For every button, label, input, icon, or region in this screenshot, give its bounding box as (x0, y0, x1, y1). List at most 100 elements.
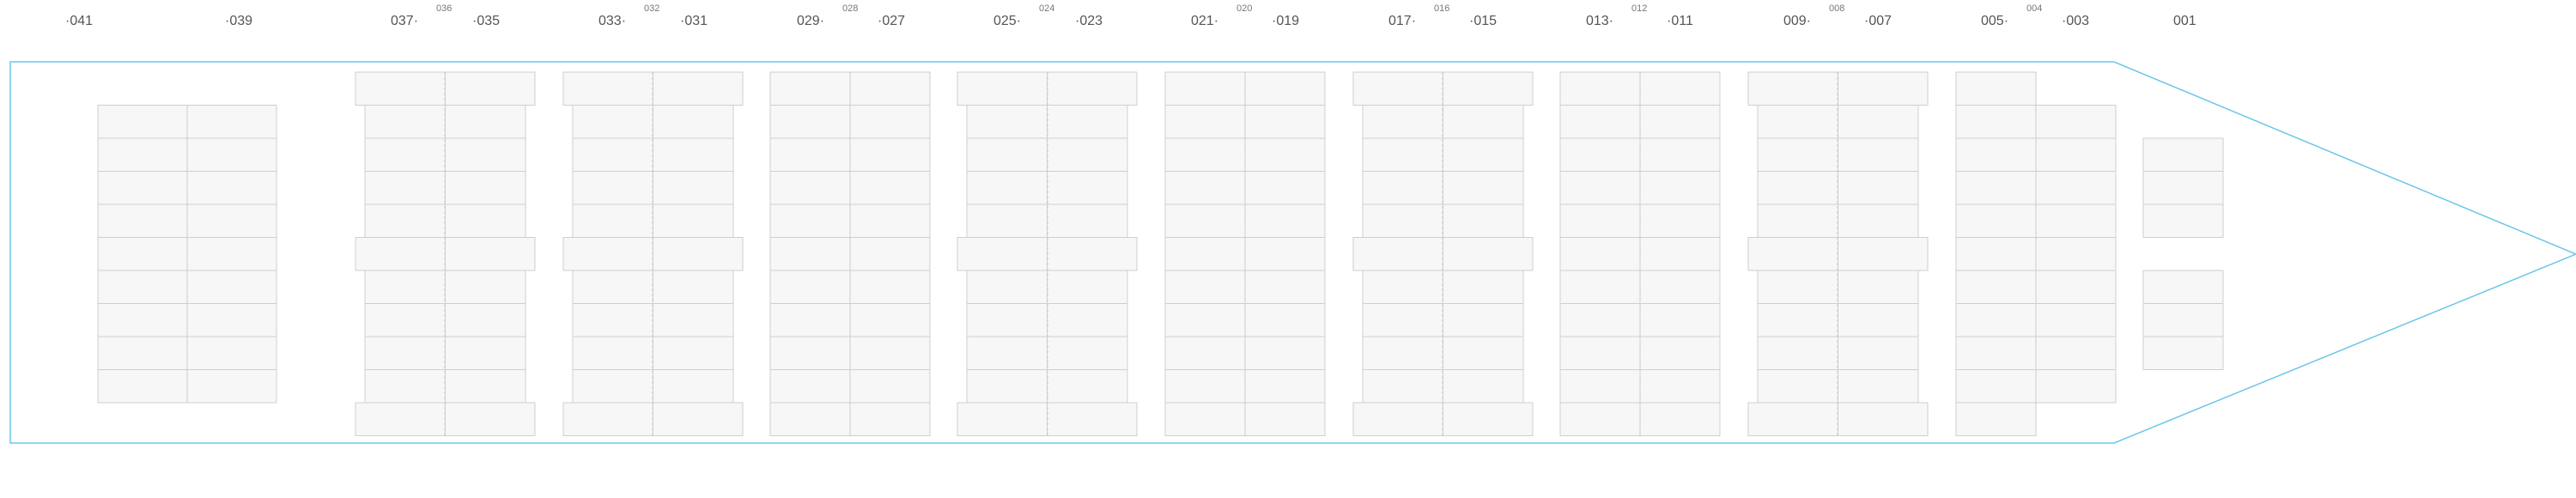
container-slot[interactable] (1955, 237, 2037, 271)
container-slot[interactable] (1244, 203, 1326, 238)
container-slot[interactable] (572, 270, 653, 304)
container-slot[interactable] (966, 203, 1048, 238)
container-slot[interactable] (572, 171, 653, 205)
container-slot[interactable] (1443, 137, 1524, 172)
container-slot[interactable] (1244, 171, 1326, 205)
container-slot[interactable] (186, 105, 277, 139)
container-slot[interactable] (769, 402, 851, 436)
hatch-cover-slot[interactable] (1838, 237, 1929, 271)
container-slot[interactable] (1559, 237, 1641, 271)
container-slot[interactable] (769, 105, 851, 139)
hatch-cover-slot[interactable] (355, 71, 446, 106)
container-slot[interactable] (1559, 336, 1641, 370)
container-slot[interactable] (1559, 105, 1641, 139)
container-slot[interactable] (1362, 171, 1443, 205)
container-slot[interactable] (1838, 105, 1919, 139)
container-slot[interactable] (849, 237, 931, 271)
container-slot[interactable] (1955, 71, 2037, 106)
container-slot[interactable] (653, 203, 734, 238)
container-slot[interactable] (1838, 171, 1919, 205)
hatch-cover-slot[interactable] (445, 71, 536, 106)
container-slot[interactable] (97, 303, 188, 337)
container-slot[interactable] (1164, 369, 1246, 404)
container-slot[interactable] (1639, 369, 1721, 404)
container-slot[interactable] (1443, 171, 1524, 205)
container-slot[interactable] (186, 303, 277, 337)
container-slot[interactable] (1362, 203, 1443, 238)
container-slot[interactable] (364, 137, 446, 172)
container-slot[interactable] (653, 336, 734, 370)
container-slot[interactable] (1757, 336, 1838, 370)
container-slot[interactable] (2035, 105, 2117, 139)
container-slot[interactable] (97, 137, 188, 172)
container-slot[interactable] (1639, 402, 1721, 436)
container-slot[interactable] (653, 270, 734, 304)
hatch-cover-slot[interactable] (1747, 402, 1838, 436)
bay-label-037[interactable]: 037· (391, 14, 419, 28)
container-slot[interactable] (1559, 71, 1641, 106)
container-slot[interactable] (1955, 369, 2037, 404)
container-slot[interactable] (769, 237, 851, 271)
hatch-cover-slot[interactable] (1747, 71, 1838, 106)
container-slot[interactable] (1164, 336, 1246, 370)
container-slot[interactable] (1047, 137, 1128, 172)
container-slot[interactable] (572, 369, 653, 404)
container-slot[interactable] (1757, 203, 1838, 238)
bay-label-020[interactable]: 020 (1236, 3, 1253, 14)
bay-label-036[interactable]: 036 (436, 3, 453, 14)
container-slot[interactable] (97, 270, 188, 304)
container-slot[interactable] (1955, 402, 2037, 436)
container-slot[interactable] (1047, 270, 1128, 304)
container-slot[interactable] (364, 336, 446, 370)
container-slot[interactable] (2035, 369, 2117, 404)
hatch-cover-slot[interactable] (1047, 71, 1138, 106)
container-slot[interactable] (849, 137, 931, 172)
bay-label-004[interactable]: 004 (2026, 3, 2043, 14)
hatch-cover-slot[interactable] (1443, 402, 1534, 436)
container-slot[interactable] (769, 336, 851, 370)
container-slot[interactable] (653, 105, 734, 139)
container-slot[interactable] (1559, 171, 1641, 205)
container-slot[interactable] (2142, 270, 2224, 304)
bay-label-032[interactable]: 032 (644, 3, 660, 14)
container-slot[interactable] (1443, 336, 1524, 370)
container-slot[interactable] (2035, 237, 2117, 271)
container-slot[interactable] (769, 303, 851, 337)
hatch-cover-slot[interactable] (445, 237, 536, 271)
bay-label-009[interactable]: 009· (1783, 14, 1812, 28)
container-slot[interactable] (1443, 369, 1524, 404)
container-slot[interactable] (2142, 137, 2224, 172)
container-slot[interactable] (1639, 137, 1721, 172)
hatch-cover-slot[interactable] (445, 402, 536, 436)
container-slot[interactable] (186, 237, 277, 271)
container-slot[interactable] (572, 203, 653, 238)
container-slot[interactable] (2035, 336, 2117, 370)
container-slot[interactable] (849, 71, 931, 106)
container-slot[interactable] (2035, 171, 2117, 205)
container-slot[interactable] (1164, 402, 1246, 436)
container-slot[interactable] (2035, 137, 2117, 172)
container-slot[interactable] (1559, 270, 1641, 304)
hatch-cover-slot[interactable] (957, 71, 1048, 106)
container-slot[interactable] (1443, 105, 1524, 139)
bay-label-016[interactable]: 016 (1434, 3, 1450, 14)
bay-label-035[interactable]: ·035 (472, 14, 501, 28)
hatch-cover-slot[interactable] (562, 237, 653, 271)
container-slot[interactable] (966, 270, 1048, 304)
container-slot[interactable] (849, 336, 931, 370)
container-slot[interactable] (186, 203, 277, 238)
container-slot[interactable] (1047, 336, 1128, 370)
bay-label-031[interactable]: ·031 (680, 14, 708, 28)
container-slot[interactable] (1639, 336, 1721, 370)
container-slot[interactable] (1559, 402, 1641, 436)
container-slot[interactable] (445, 369, 526, 404)
container-slot[interactable] (186, 270, 277, 304)
container-slot[interactable] (186, 369, 277, 404)
bay-label-017[interactable]: 017· (1388, 14, 1417, 28)
hatch-cover-slot[interactable] (1047, 237, 1138, 271)
container-slot[interactable] (849, 402, 931, 436)
container-slot[interactable] (1757, 369, 1838, 404)
container-slot[interactable] (97, 105, 188, 139)
container-slot[interactable] (1559, 137, 1641, 172)
bay-label-023[interactable]: ·023 (1075, 14, 1103, 28)
